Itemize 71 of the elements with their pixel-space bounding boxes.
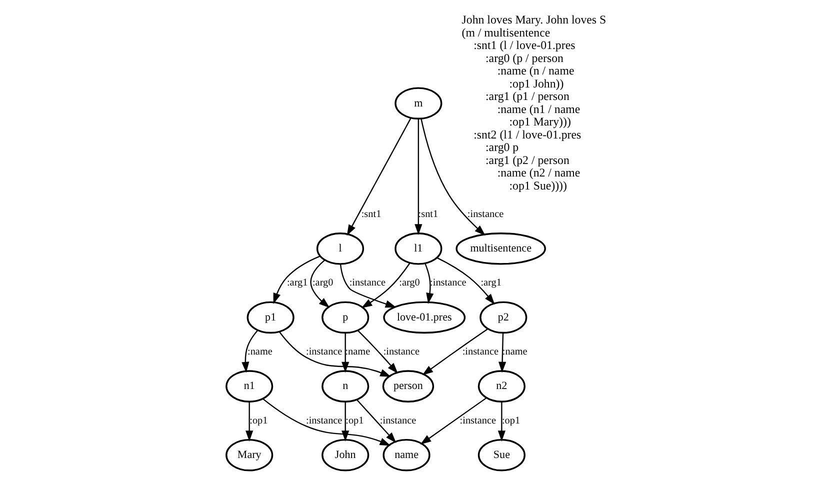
node-ellipse: n bbox=[322, 370, 370, 402]
node-ellipse: n2 bbox=[478, 370, 526, 402]
arrow bbox=[422, 328, 488, 376]
label: (m / multisentence bbox=[462, 25, 550, 40]
node-ellipse: p1 bbox=[246, 301, 294, 334]
arrow bbox=[310, 260, 330, 308]
label: :arg1 (p1 / person bbox=[486, 89, 570, 104]
node-ellipse: l1 bbox=[394, 232, 442, 265]
edge-label: :name bbox=[502, 346, 528, 358]
arrow bbox=[342, 402, 350, 442]
arrow bbox=[420, 118, 486, 236]
node-ellipse: p bbox=[322, 301, 370, 334]
arrow bbox=[436, 257, 495, 305]
label: :op1 Sue)))) bbox=[509, 178, 567, 192]
node-ellipse: person bbox=[382, 370, 434, 402]
arrow bbox=[342, 332, 350, 373]
node-ellipse: John bbox=[322, 438, 370, 472]
label: :name (n2 / name bbox=[497, 166, 580, 180]
edge-label: :op1 bbox=[346, 415, 364, 426]
node-ellipse: n1 bbox=[226, 370, 274, 402]
arrow bbox=[279, 332, 392, 377]
edge-label: :instance bbox=[462, 346, 499, 358]
edge-label: :name bbox=[248, 346, 272, 358]
arrow bbox=[420, 397, 487, 445]
arrow bbox=[498, 332, 506, 373]
arrow bbox=[361, 262, 410, 308]
edge-label: :arg1 bbox=[480, 278, 502, 289]
edge-label: :snt1 bbox=[418, 208, 438, 220]
arrow bbox=[356, 399, 396, 444]
arrow bbox=[340, 264, 396, 308]
edge-label: :instance bbox=[306, 415, 342, 426]
label: :name (n / name bbox=[497, 64, 574, 78]
node-ellipse: p2 bbox=[480, 301, 528, 334]
arrow bbox=[414, 118, 422, 235]
arrow bbox=[242, 330, 258, 373]
label: :arg0 (p / person bbox=[486, 50, 564, 65]
edge-label: :instance bbox=[383, 346, 420, 358]
label: :op1 Mary))) bbox=[509, 114, 571, 129]
arrow bbox=[346, 118, 412, 236]
edge-label: :op1 bbox=[502, 415, 520, 426]
arrow bbox=[357, 330, 398, 374]
arrow bbox=[498, 402, 506, 442]
edge-label: :name bbox=[345, 346, 370, 358]
node-ellipse: Sue bbox=[478, 438, 526, 472]
node-ellipse: Mary bbox=[226, 438, 274, 472]
edge-label: :instance bbox=[306, 346, 342, 358]
label: :op1 John)) bbox=[509, 76, 564, 90]
edge-label: :arg1 bbox=[286, 278, 308, 289]
node-ellipse: name bbox=[382, 438, 430, 472]
node-ellipse: l bbox=[316, 232, 364, 265]
edge-label: :arg0 bbox=[312, 278, 334, 289]
node-ellipse: m bbox=[394, 87, 442, 120]
edge-label: :snt1 bbox=[361, 208, 382, 220]
label: :snt2 (l1 / love-01.pres bbox=[474, 127, 582, 142]
label: :name (n1 / name bbox=[497, 102, 580, 116]
label: :snt1 (l / love-01.pres bbox=[474, 38, 576, 52]
edge-label: :instance bbox=[467, 208, 504, 220]
arrow bbox=[273, 256, 320, 304]
label: John loves Mary. John loves S bbox=[462, 12, 606, 27]
edge-label: :instance bbox=[460, 415, 496, 426]
arrow bbox=[424, 263, 434, 304]
arrow bbox=[246, 402, 254, 442]
edge-label: :instance bbox=[380, 415, 416, 426]
edge-label: :op1 bbox=[250, 415, 268, 426]
edge-label: :instance bbox=[349, 278, 386, 289]
node-ellipse: multisentence bbox=[456, 232, 546, 265]
edge-label: :arg0 bbox=[399, 278, 420, 289]
label: :arg1 (p2 / person bbox=[486, 152, 570, 167]
arrow bbox=[262, 398, 391, 446]
edge-label: :instance bbox=[430, 278, 466, 289]
label: :arg0 p bbox=[486, 140, 519, 154]
